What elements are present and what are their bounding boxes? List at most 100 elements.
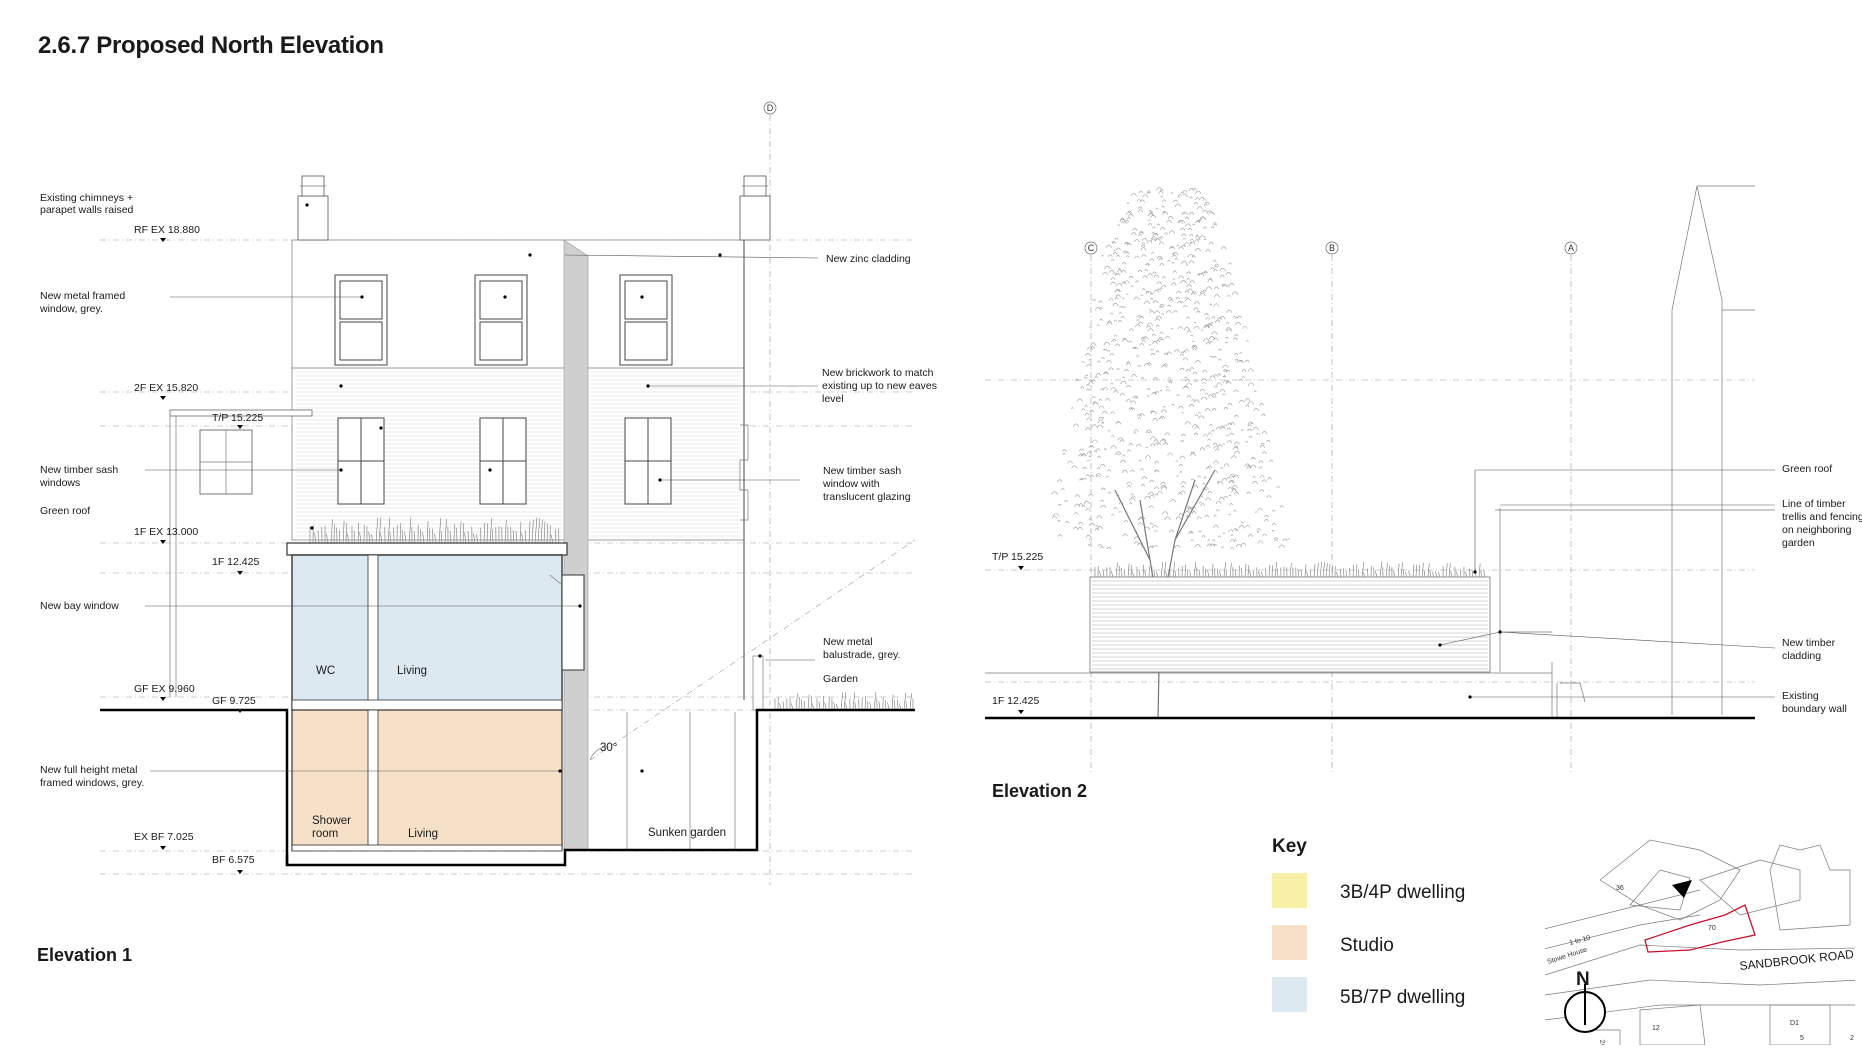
e2-note-trellis-3: on neighboring [1782,524,1852,536]
e2-note-cladding-1: New timber [1782,637,1836,649]
note-full-height-2: framed windows, grey. [40,777,144,789]
svg-text:D: D [767,103,774,113]
svg-text:A: A [1568,243,1574,253]
note-metal-window-2: window, grey. [39,303,103,315]
first-floor-sash-windows [337,417,672,505]
sightline-30 [589,539,916,761]
room-wc: WC [316,665,335,677]
map-label-36: 36 [1616,885,1624,892]
map-label-12: 12 [1652,1025,1660,1032]
e2-note-trellis-2: trellis and fencing [1782,511,1862,523]
level-gf-ex: GF EX 9.960 [134,683,195,695]
ground-line [100,708,915,867]
map-label-24: 24 [1598,1039,1606,1048]
left-extension [169,409,313,697]
e2-note-green-roof: Green roof [1782,463,1832,475]
annotations-left: Existing chimneys + parapet walls raised… [39,192,144,789]
view-arrow-icon [1672,880,1692,898]
north-arrow-icon: N [1564,969,1606,1033]
svg-text:B: B [1329,243,1335,253]
elevation-2: C B A [985,185,1862,801]
note-brick-2: existing up to new eaves [822,380,937,392]
key-swatch-5b7p [1272,977,1307,1012]
key-label-3b4p: 3B/4P dwelling [1340,882,1465,903]
new-extension [286,542,585,852]
key-title: Key [1272,836,1307,857]
leader-dots [305,203,762,773]
note-zinc: New zinc cladding [826,253,911,265]
note-chimneys-1: Existing chimneys + [40,192,133,204]
note-sash-trans-2: window with [822,478,880,490]
annotations-e2: Green roof Line of timber trellis and fe… [1782,463,1862,715]
e2-level-1f: 1F 12.425 [992,695,1039,707]
key-swatch-3b4p [1272,873,1307,908]
room-sunken-garden: Sunken garden [648,827,726,839]
map-label-70: 70 [1708,925,1716,932]
note-brick-1: New brickwork to match [822,367,934,379]
room-shower-line1: Shower [312,815,351,827]
tree [1051,187,1291,719]
balustrade [752,655,764,711]
room-living-upper: Living [397,665,427,677]
angle-label: 30° [600,742,617,754]
level-tp: T/P 15.225 [212,412,263,424]
level-bf-ex: EX BF 7.025 [134,831,194,843]
note-full-height-1: New full height metal [40,764,137,776]
note-metal-window-1: New metal framed [40,290,125,302]
north-label: N [1576,969,1590,990]
e2-note-trellis-4: garden [1782,537,1815,549]
key-label-5b7p: 5B/7P dwelling [1340,987,1465,1008]
elevation-1: D [37,101,937,965]
grid-lines-2: C B A [1084,241,1578,775]
note-sash-2: windows [39,477,80,489]
neighbouring-building [1671,185,1755,715]
e2-note-trellis-1: Line of timber [1782,498,1846,510]
page-title: 2.6.7 Proposed North Elevation [38,32,384,59]
map-label-2: 2 [1850,1035,1854,1042]
level-markers: RF EX 18.880 2F EX 15.820 T/P 15.225 1F … [134,224,263,874]
level-1f: 1F 12.425 [212,556,259,568]
note-sash-trans-1: New timber sash [823,465,901,477]
level-rf: RF EX 18.880 [134,224,200,236]
green-roof-planting [309,517,914,711]
note-brick-3: level [822,393,844,405]
site-boundary [1644,904,1756,953]
note-sash-trans-3: translucent glazing [823,491,911,503]
room-living-lower: Living [408,828,438,840]
e2-level-tp: T/P 15.225 [992,551,1043,563]
level-1f-ex: 1F EX 13.000 [134,526,198,538]
note-sash-1: New timber sash [40,464,118,476]
elevation-1-label: Elevation 1 [37,945,132,965]
svg-text:C: C [1088,243,1095,253]
note-balustrade-2: balustrade, grey. [823,649,900,661]
key-legend: Key 3B/4P dwelling Studio 5B/7P dwelling [1272,836,1465,1012]
e2-note-boundary-1: Existing [1782,690,1819,702]
note-chimneys-2: parapet walls raised [40,204,134,216]
e2-note-cladding-2: cladding [1782,650,1821,662]
room-shower-line2: room [312,828,338,840]
level-bf: BF 6.575 [212,854,255,866]
leader-lines [145,254,819,772]
map-label-5: 5 [1800,1035,1804,1042]
note-garden: Garden [823,673,858,685]
note-balustrade-1: New metal [823,636,873,648]
level-gf: GF 9.725 [212,695,256,707]
key-label-studio: Studio [1340,935,1394,956]
second-floor-windows [334,274,673,366]
elevation-2-label: Elevation 2 [992,781,1087,801]
boundary-fence [985,508,1775,718]
note-green-roof: Green roof [40,505,90,517]
e2-note-boundary-2: boundary wall [1782,703,1847,715]
map-label-d1: D1 [1790,1020,1799,1027]
location-map: SANDBROOK ROAD Stowe House 1 to 10 36 70… [1545,835,1855,1048]
annotations-right: New zinc cladding New brickwork to match… [822,253,937,685]
timber-cladding-box [1089,576,1491,673]
level-2f: 2F EX 15.820 [134,382,198,394]
green-roof-planting-2 [1094,561,1486,578]
note-bay-window: New bay window [40,600,119,612]
leader-lines-2 [1439,469,1776,698]
leader-dots-2 [1438,570,1502,699]
key-swatch-studio [1272,925,1307,960]
